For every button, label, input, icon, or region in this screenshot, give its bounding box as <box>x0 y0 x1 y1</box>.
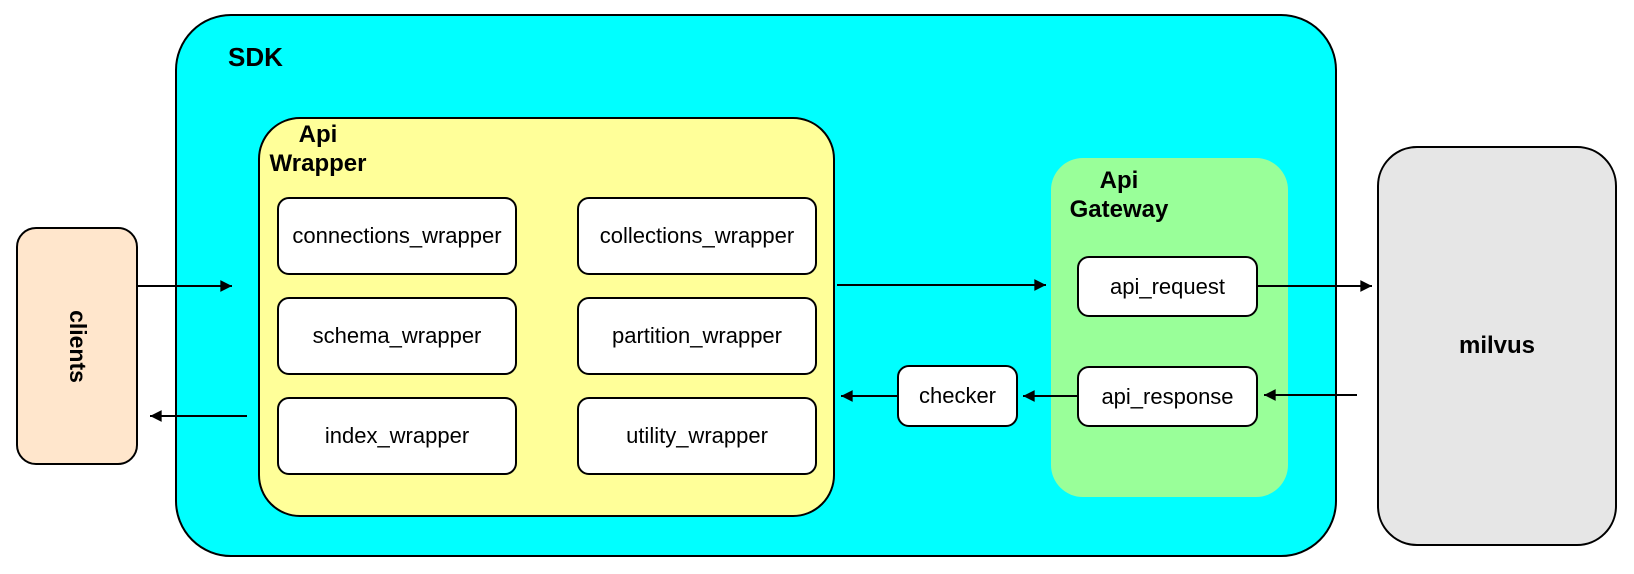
collections-wrapper-label: collections_wrapper <box>599 223 795 248</box>
sdk-label: SDK <box>228 42 283 72</box>
checker-node: checker <box>897 365 1018 427</box>
partition-wrapper-node: partition_wrapper <box>577 297 817 375</box>
connections-wrapper-label: connections_wrapper <box>292 223 502 248</box>
api-gateway-container <box>1051 158 1288 497</box>
clients-label: clients <box>64 309 91 383</box>
index-wrapper-node: index_wrapper <box>277 397 517 475</box>
api-wrapper-label: Api Wrapper <box>269 121 367 178</box>
checker-label: checker <box>918 383 997 408</box>
schema-wrapper-label: schema_wrapper <box>312 323 482 348</box>
api-response-node: api_response <box>1077 366 1258 427</box>
index-wrapper-label: index_wrapper <box>324 423 470 448</box>
api-request-node: api_request <box>1077 256 1258 317</box>
schema-wrapper-node: schema_wrapper <box>277 297 517 375</box>
utility-wrapper-label: utility_wrapper <box>626 423 768 448</box>
milvus-node: milvus <box>1377 146 1617 546</box>
collections-wrapper-node: collections_wrapper <box>577 197 817 275</box>
utility-wrapper-node: utility_wrapper <box>577 397 817 475</box>
connections-wrapper-node: connections_wrapper <box>277 197 517 275</box>
partition-wrapper-label: partition_wrapper <box>612 323 782 348</box>
milvus-label: milvus <box>1458 332 1536 359</box>
api-request-label: api_request <box>1110 273 1225 299</box>
api-response-label: api_response <box>1101 383 1234 409</box>
clients-node: clients <box>16 227 138 465</box>
api-gateway-label: Api Gateway <box>1069 167 1169 224</box>
